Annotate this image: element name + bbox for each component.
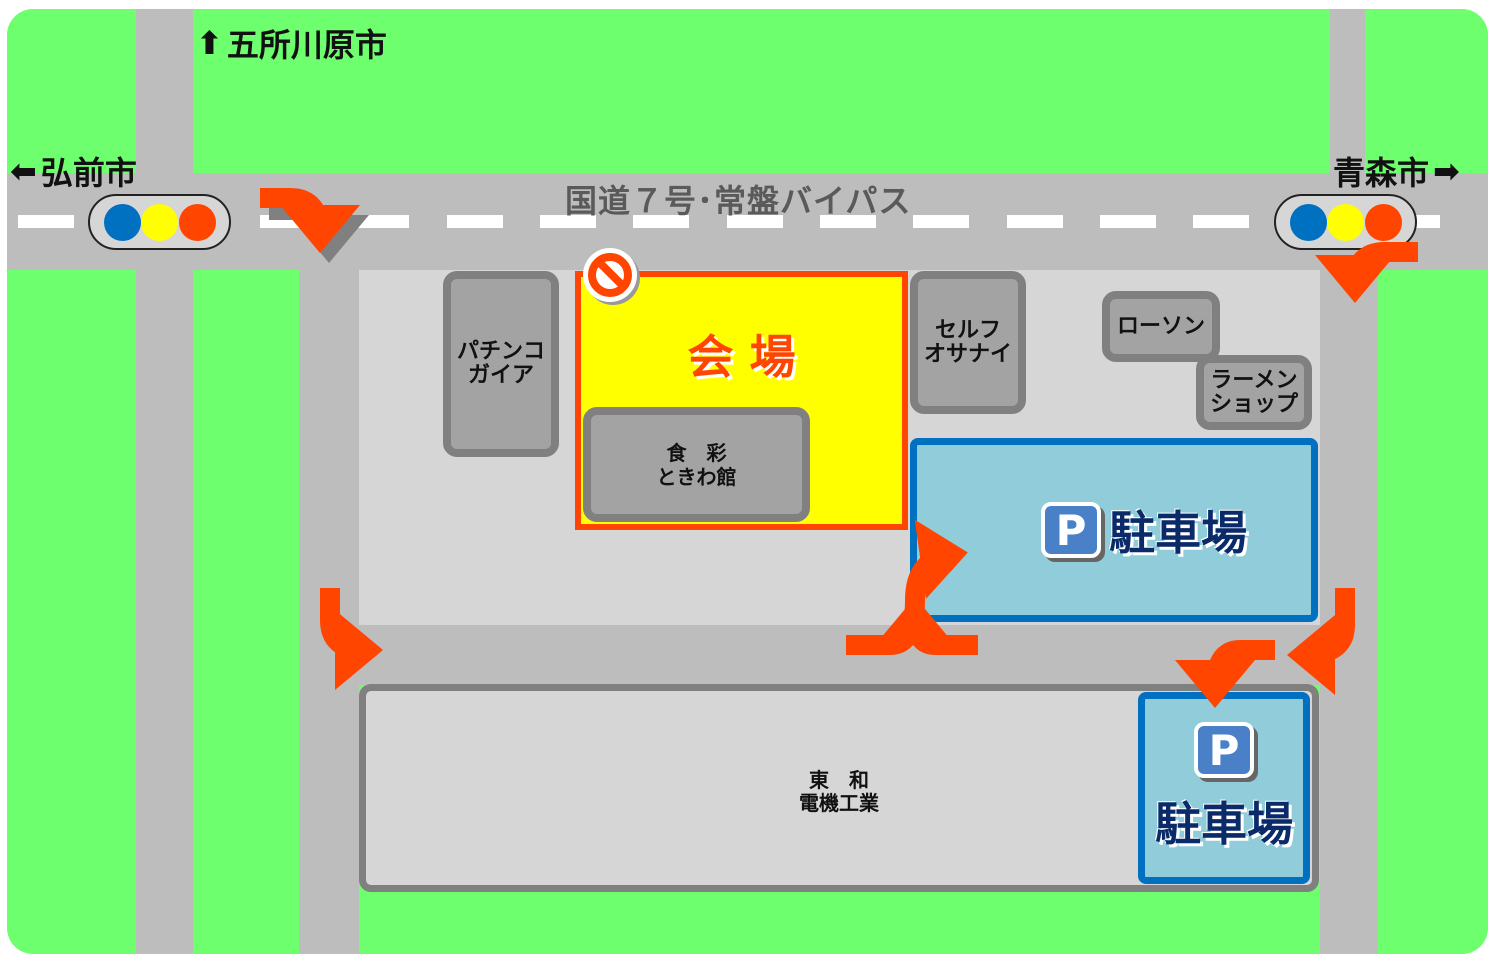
lane-dash [633, 215, 689, 228]
arrow-turn-left [260, 188, 360, 253]
building-lawson: ローソン [1102, 291, 1220, 362]
internal-road [359, 625, 1320, 685]
venue-label: 会 場 [687, 330, 796, 384]
east-road-north [1330, 9, 1365, 173]
west-side-road [136, 9, 193, 954]
arrow-to-parking-secondary [1175, 640, 1275, 708]
building-self-osanai: セルフ オサナイ [910, 271, 1026, 414]
lane-dash [727, 215, 783, 228]
arrow-right-icon: ➡ [1433, 152, 1460, 190]
lane-dash [820, 215, 876, 228]
parking-label: 駐車場 [1155, 797, 1293, 851]
direction-east: 青森市➡ [1333, 148, 1460, 194]
lane-dash [540, 215, 596, 228]
traffic-light-west [88, 194, 231, 250]
parking-icon: P [1194, 722, 1254, 778]
parking-icon: P [1041, 502, 1101, 558]
north-city-label: 五所川原市 [226, 26, 387, 64]
arrow-east-road-south [1287, 588, 1355, 695]
building-pachinko: パチンコ ガイア [443, 271, 559, 457]
direction-west: ⬅弘前市 [10, 148, 137, 194]
arrow-up-icon: ⬆ [196, 24, 223, 62]
traffic-light-east [1274, 194, 1417, 250]
lane-dash [1100, 215, 1156, 228]
lane-dash [1193, 215, 1249, 228]
arrow-turn-right-east [1315, 242, 1418, 303]
lane-dash [18, 215, 74, 228]
towa-label: 東 和 電機工業 [799, 768, 879, 815]
east-city-label: 青森市 [1333, 154, 1430, 192]
parking-secondary[interactable]: P 駐車場 [1138, 692, 1310, 884]
lane-dash [913, 215, 969, 228]
direction-north: ⬆五所川原市 [196, 20, 387, 66]
building-ramen-shop: ラーメン ショップ [1196, 355, 1312, 430]
arrow-to-parking-main [846, 519, 968, 655]
parking-label: 駐車場 [1109, 506, 1247, 560]
lane-dash [447, 215, 503, 228]
arrow-enter-internal [320, 588, 383, 690]
no-entry-icon [583, 248, 637, 302]
road-name-label: 国道７号･常盤バイパス [565, 182, 912, 220]
arrow-from-internal [875, 597, 978, 655]
arrow-left-icon: ⬅ [10, 152, 37, 190]
west-city-label: 弘前市 [40, 154, 137, 192]
parking-main[interactable]: P 駐車場 [910, 438, 1318, 622]
lane-dash [1007, 215, 1063, 228]
building-shokusai: 食 彩 ときわ館 [583, 407, 810, 522]
